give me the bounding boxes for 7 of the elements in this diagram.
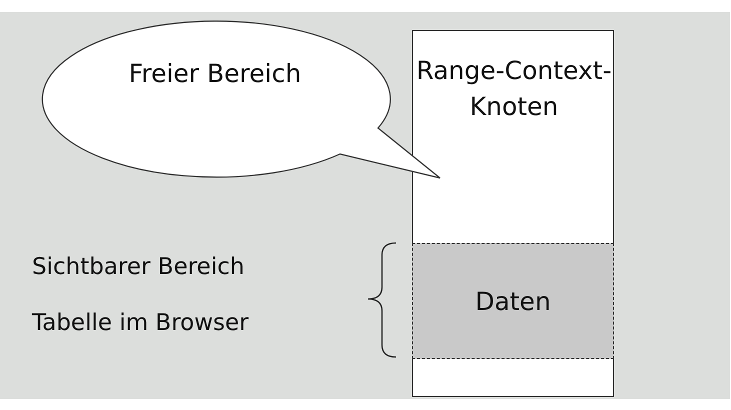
container-box bbox=[412, 30, 614, 397]
box-title: Range-Context-Knoten bbox=[415, 55, 613, 123]
bubble-text: Freier Bereich bbox=[128, 58, 302, 90]
side-label: Sichtbarer Bereich bbox=[32, 254, 244, 280]
band-label: Daten bbox=[474, 286, 552, 318]
data-band bbox=[412, 243, 614, 359]
side-label: Tabelle im Browser bbox=[32, 310, 249, 336]
